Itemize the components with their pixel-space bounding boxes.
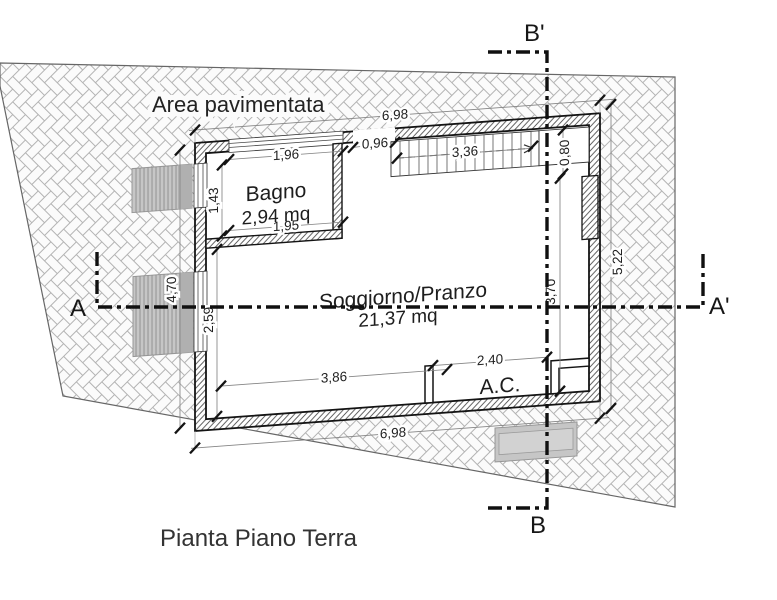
room-label-bagno: Bagno	[246, 179, 307, 206]
section-line-a	[95, 252, 705, 309]
right-wall-pilaster	[581, 174, 599, 241]
dim-right-side: 5,22	[610, 248, 625, 275]
section-label-a: A	[70, 295, 86, 322]
dim-stair-length: 3,36	[452, 143, 478, 160]
dim-stair-landing: 0,80	[557, 139, 572, 166]
building-footprint	[195, 113, 600, 431]
shutter-lower	[132, 271, 194, 358]
dim-interior-right: 3,70	[543, 278, 558, 305]
extension-lines	[194, 97, 601, 448]
bagno-partitions	[205, 142, 343, 249]
dim-bagno-bottom: 1,95	[273, 217, 299, 234]
dim-top-width: 6,98	[382, 106, 408, 123]
section-label-a-prime: A'	[709, 293, 730, 320]
dim-bagno-top: 1,96	[273, 146, 299, 163]
left-window-opening-2	[193, 270, 208, 353]
section-label-b-prime: B'	[524, 20, 545, 47]
entry-opening	[353, 127, 395, 144]
staircase	[390, 126, 590, 178]
left-window-opening-1	[193, 162, 208, 209]
shutter-upper	[131, 163, 193, 214]
section-lines	[95, 50, 705, 510]
room-label-ac: A.C.	[480, 373, 521, 399]
bagno-window	[228, 130, 344, 153]
dim-soggiorno-width: 3,86	[321, 369, 347, 386]
bottom-vent-grille	[494, 421, 578, 463]
section-line-b	[488, 50, 549, 510]
dim-interior-left: 2,59	[201, 306, 216, 333]
dim-bagno-height: 1,43	[206, 187, 221, 214]
paved-area-label: Area pavimentata	[152, 92, 325, 117]
dim-left-side: 4,70	[164, 276, 179, 303]
section-label-b: B	[530, 512, 546, 539]
drawing-title: Pianta Piano Terra	[160, 525, 358, 552]
dim-entry-opening: 0,96	[362, 135, 388, 152]
dimension-ticks	[174, 94, 617, 455]
room-area-bagno: 2,94 mq	[242, 204, 311, 230]
dim-bottom-width: 6,98	[380, 425, 406, 442]
dimension-lines	[179, 98, 615, 449]
dim-ac-width: 2,40	[477, 351, 503, 368]
building: 6,98 6,98 4,70 5,22 1,96 0,96 3,36 0,80 …	[131, 94, 627, 463]
